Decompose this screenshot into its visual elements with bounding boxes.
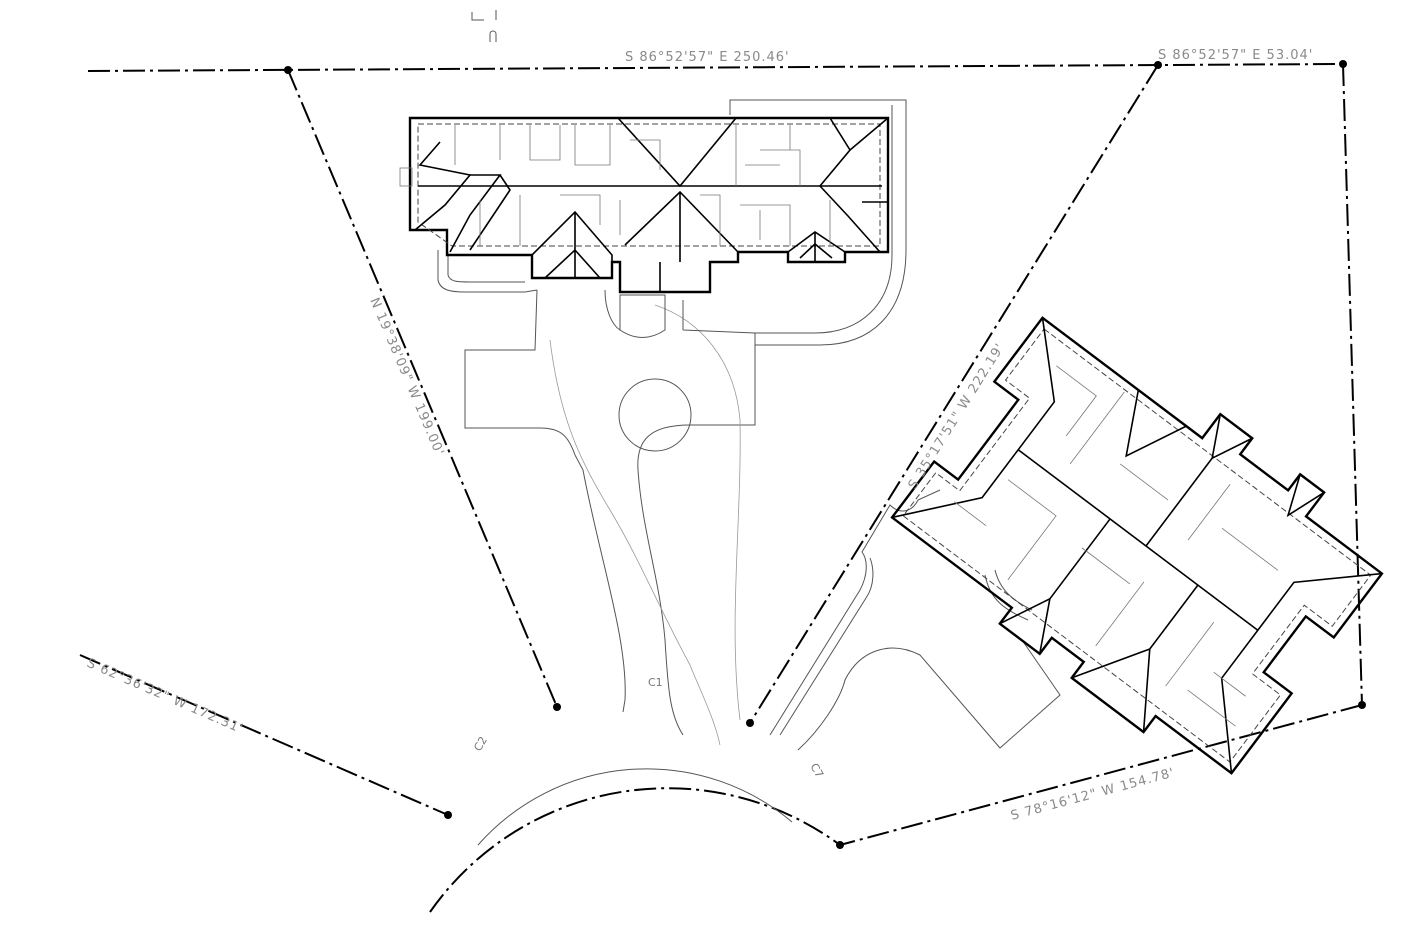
- north-building-eave: [417, 123, 881, 247]
- boundary-east-line: [1342, 63, 1363, 706]
- bearing-middle-diagonal: S 35°17'51" W 222.19': [906, 341, 1008, 492]
- southeast-side-walk: [984, 569, 1033, 621]
- curve-label-c1: C1: [648, 676, 663, 689]
- southeast-access-road: [769, 489, 941, 736]
- bearing-southwest: S 62°36'32" W 172.31': [84, 656, 245, 737]
- cul-de-sac-arc: [429, 787, 841, 913]
- north-stair: [399, 167, 413, 187]
- bearing-south-right: S 78°16'12" W 154.78': [1009, 766, 1176, 824]
- southeast-roof-hip: [1145, 414, 1253, 547]
- southeast-roof-hip: [891, 317, 1056, 519]
- north-arrow-symbol: [471, 10, 497, 42]
- east-walk-curve: [729, 99, 907, 346]
- monument-marker: [1358, 701, 1366, 709]
- boundary-left-side-line: [287, 69, 558, 708]
- fire-lane-curve: [654, 304, 741, 721]
- north-roof-gable: [624, 190, 739, 292]
- monument-marker: [284, 66, 292, 74]
- north-arrow-icon: [471, 10, 497, 42]
- bearing-north-top: S 86°52'57" E 250.46': [625, 50, 790, 65]
- curve-label-c2: C2: [471, 734, 490, 753]
- monument-marker: [836, 841, 844, 849]
- main-driveway-right-edge: [637, 333, 756, 736]
- bearing-north-top-right: S 86°52'57" E 53.04': [1158, 48, 1313, 63]
- north-building: [399, 116, 890, 294]
- southeast-interior-walls: [953, 365, 1279, 727]
- southeast-roof-ridge: [1017, 449, 1259, 631]
- north-roof-gable: [531, 210, 613, 279]
- monument-marker: [444, 811, 452, 819]
- north-interior-walls: [454, 125, 831, 246]
- southeast-access-road-edge: [779, 557, 874, 736]
- boundary-south-right-line: [839, 704, 1363, 846]
- southeast-roof-hip: [1286, 474, 1325, 518]
- southeast-driveway-edge: [797, 639, 1061, 751]
- southeast-roof-hip: [999, 518, 1111, 654]
- drop-off-loop: [619, 294, 666, 338]
- cul-de-sac-curb: [477, 768, 793, 846]
- north-building-outline: [408, 116, 890, 294]
- property-boundary: [79, 63, 1363, 913]
- west-walk-inner: [447, 252, 525, 283]
- front-walk: [604, 289, 756, 334]
- fire-lane-curve: [549, 339, 721, 746]
- boundary-southwest-line: [79, 654, 449, 816]
- west-walk: [437, 250, 538, 293]
- boundary-middle-diagonal-line: [749, 64, 1159, 724]
- southeast-roof-hip: [1220, 572, 1383, 774]
- north-roof-hip: [849, 117, 889, 151]
- southeast-roof-hip: [1125, 389, 1187, 458]
- north-roof-hip: [469, 174, 511, 251]
- parking-lot-outline: [464, 289, 576, 456]
- north-roof-hip: [617, 117, 737, 188]
- curve-label-c7: C7: [807, 761, 826, 780]
- bearing-left-side: N 19°38'09" W 199.00': [366, 296, 447, 459]
- north-roof-gable: [787, 231, 846, 262]
- monument-marker: [553, 703, 561, 711]
- survey-labels: S 86°52'57" E 250.46' S 86°52'57" E 53.0…: [84, 48, 1313, 824]
- southeast-building: [890, 316, 1384, 775]
- site-paving: [437, 99, 1061, 846]
- monuments: [284, 60, 1366, 849]
- southeast-roof-hip: [1071, 584, 1199, 733]
- north-roof-hip: [818, 117, 881, 253]
- east-walk-inner: [755, 105, 893, 334]
- monument-marker: [746, 719, 754, 727]
- monument-marker: [1339, 60, 1347, 68]
- north-roof-hip: [449, 174, 502, 253]
- turnaround-circle: [618, 378, 692, 452]
- monument-marker: [1154, 61, 1162, 69]
- main-driveway-left-edge: [574, 454, 626, 713]
